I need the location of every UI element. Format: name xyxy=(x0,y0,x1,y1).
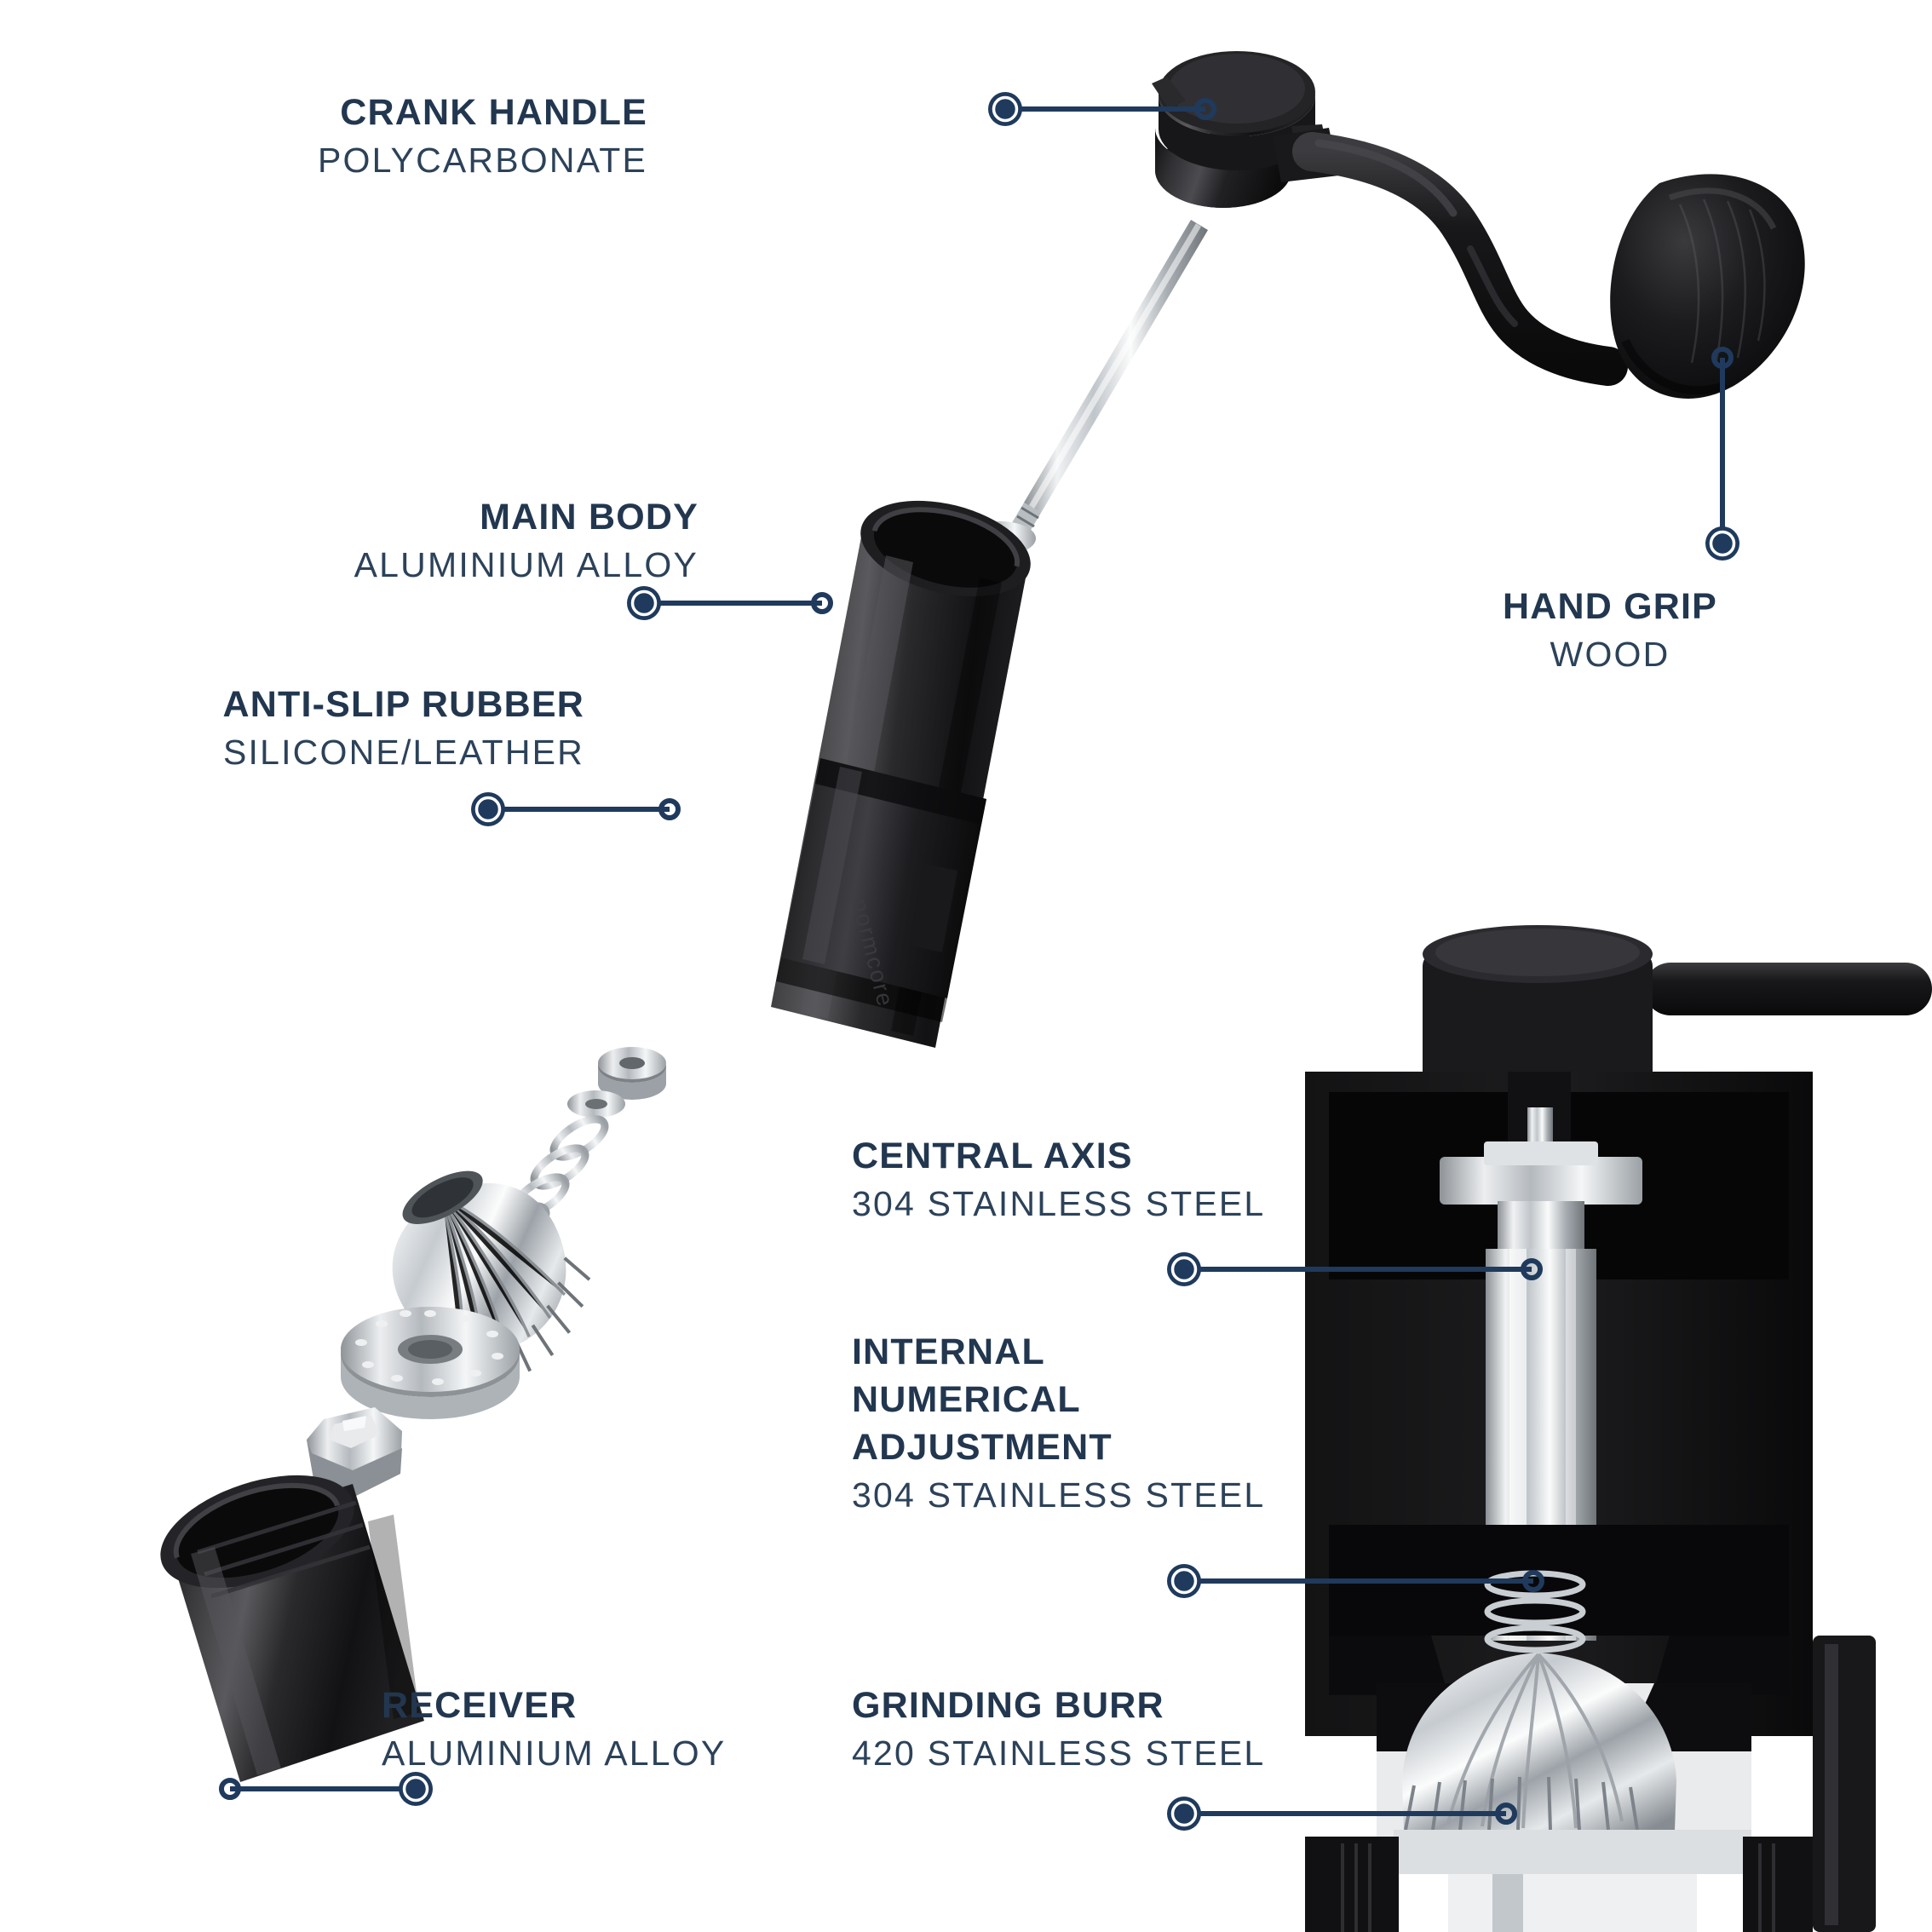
callout-title-adjustment-line1: INTERNAL xyxy=(852,1331,1045,1372)
callout-material-adjustment: 304 STAINLESS STEEL xyxy=(852,1475,1266,1515)
callout-title-anti-slip-rubber: ANTI-SLIP RUBBER xyxy=(222,684,584,725)
adjustment-dial-part xyxy=(341,1307,520,1419)
callout-material-central-axis: 304 STAINLESS STEEL xyxy=(852,1183,1266,1223)
callout-main-body: MAIN BODY ALUMINIUM ALLOY xyxy=(290,494,699,588)
callout-title-adjustment-line3: ADJUSTMENT xyxy=(852,1426,1113,1468)
callout-internal-numerical-adjustment: INTERNAL NUMERICAL ADJUSTMENT 304 STAINL… xyxy=(852,1329,1295,1518)
callout-anti-slip-rubber: ANTI-SLIP RUBBER SILICONE/LEATHER xyxy=(150,681,584,775)
hand-grip-part xyxy=(1610,174,1805,399)
callout-title-grinding-burr: GRINDING BURR xyxy=(852,1685,1164,1726)
receiver-part xyxy=(160,1475,424,1782)
callout-material-main-body: ALUMINIUM ALLOY xyxy=(354,544,699,584)
callout-title-crank-handle: CRANK HANDLE xyxy=(340,92,647,133)
callout-material-receiver: ALUMINIUM ALLOY xyxy=(382,1733,727,1773)
callout-material-crank-handle: POLYCARBONATE xyxy=(317,140,647,180)
callout-title-receiver: RECEIVER xyxy=(382,1685,578,1726)
grinding-burr-part xyxy=(392,1170,591,1381)
callout-grinding-burr: GRINDING BURR 420 STAINLESS STEEL xyxy=(852,1682,1295,1776)
callout-receiver: RECEIVER ALUMINIUM ALLOY xyxy=(382,1682,825,1776)
callout-material-grinding-burr: 420 STAINLESS STEEL xyxy=(852,1733,1266,1773)
callout-title-main-body: MAIN BODY xyxy=(480,497,699,538)
callout-dots xyxy=(399,92,1739,1831)
callout-rings xyxy=(219,98,1734,1825)
callout-central-axis: CENTRAL AXIS 304 STAINLESS STEEL xyxy=(852,1133,1295,1227)
callout-material-hand-grip: WOOD xyxy=(1550,634,1670,674)
callout-title-adjustment-line2: NUMERICAL xyxy=(852,1378,1081,1420)
callout-hand-grip: HAND GRIP WOOD xyxy=(1397,584,1823,677)
crank-arm-part xyxy=(1292,132,1628,386)
washer-small-part xyxy=(567,1090,625,1118)
washer-mid-part xyxy=(598,1047,666,1100)
callout-crank-handle: CRANK HANDLE POLYCARBONATE xyxy=(256,89,647,183)
callout-material-anti-slip-rubber: SILICONE/LEATHER xyxy=(222,732,584,772)
callout-title-central-axis: CENTRAL AXIS xyxy=(852,1136,1133,1176)
callout-title-hand-grip: HAND GRIP xyxy=(1502,586,1718,627)
cutaway-section xyxy=(1305,925,1932,1932)
